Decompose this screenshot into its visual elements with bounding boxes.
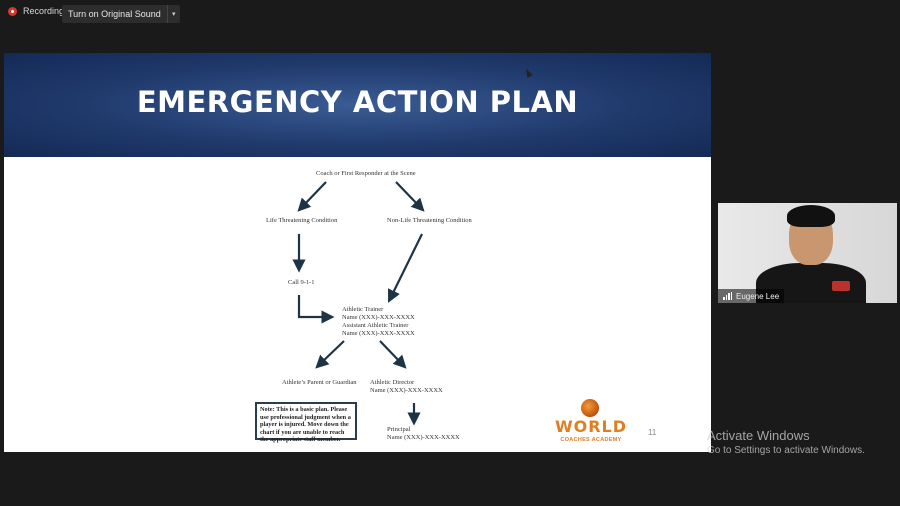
signal-bars-icon xyxy=(723,292,732,300)
logo-subtitle: COACHES ACADEMY xyxy=(560,437,622,443)
arrow-call-to-trainer xyxy=(297,295,335,324)
activate-windows-watermark: Activate Windows Go to Settings to activ… xyxy=(707,428,865,456)
participant-name-tag: Eugene Lee xyxy=(718,289,785,303)
arrow-to-parent xyxy=(315,340,345,369)
flow-trainer: Athletic Trainer Name (XXX)-XXX-XXXX Ass… xyxy=(342,306,415,338)
slide-page-number: 11 xyxy=(648,428,657,437)
original-sound-button[interactable]: Turn on Original Sound ▾ xyxy=(62,5,180,23)
recording-icon xyxy=(8,6,17,16)
participant-name: Eugene Lee xyxy=(736,291,780,301)
participant-video[interactable]: Eugene Lee xyxy=(718,203,897,303)
shared-screen-slide: EMERGENCY ACTION PLAN Coach or First Res… xyxy=(4,53,711,452)
original-sound-label[interactable]: Turn on Original Sound xyxy=(68,9,161,19)
flow-director: Athletic Director Name (XXX)-XXX-XXXX xyxy=(370,379,443,395)
flow-non-life-threatening: Non-Life Threatening Condition xyxy=(387,217,472,224)
flow-note: Note: This is a basic plan. Please use p… xyxy=(255,402,357,443)
flow-call: Call 9-1-1 xyxy=(288,279,315,286)
watermark-line2: Go to Settings to activate Windows. xyxy=(707,445,865,456)
globe-icon xyxy=(581,399,599,417)
flow-principal: Principal Name (XXX)-XXX-XXXX xyxy=(387,426,460,442)
slide-title: EMERGENCY ACTION PLAN xyxy=(136,85,579,119)
logo-word: WORLD xyxy=(554,417,628,436)
arrow-to-life-threatening xyxy=(297,181,327,212)
chevron-down-icon[interactable]: ▾ xyxy=(166,5,180,23)
slide-banner: EMERGENCY ACTION PLAN xyxy=(4,53,711,157)
flowchart-arrows xyxy=(292,181,425,426)
watermark-line1: Activate Windows xyxy=(707,428,810,443)
arrow-to-director xyxy=(379,340,407,369)
arrow-to-non-life xyxy=(395,181,425,212)
world-coaches-logo: WORLD COACHES ACADEMY xyxy=(553,399,629,447)
arrow-to-trainer xyxy=(387,233,423,303)
flow-parent: Athlete’s Parent or Guardian xyxy=(282,379,357,386)
flow-life-threatening: Life Threatening Condition xyxy=(266,217,338,224)
recording-label: Recording xyxy=(23,6,65,16)
participant-hair xyxy=(787,205,835,227)
flow-top: Coach or First Responder at the Scene xyxy=(316,170,416,177)
shirt-logo xyxy=(832,281,850,291)
recording-indicator: Recording xyxy=(8,6,64,16)
